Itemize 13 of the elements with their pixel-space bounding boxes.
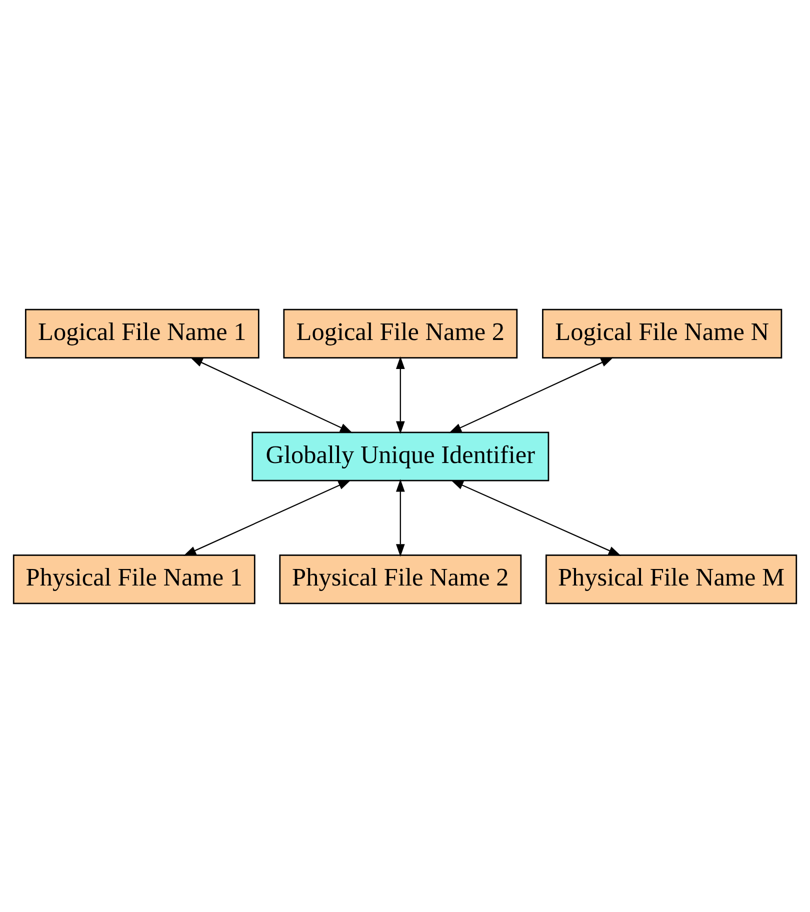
arrow: [396, 478, 405, 556]
node-box: Logical File Name 1: [24, 308, 260, 358]
node-box: Logical File Name 2: [283, 308, 518, 358]
arrow: [183, 480, 351, 556]
node-box: Logical File Name N: [542, 308, 782, 358]
node-box: Physical File Name 1: [12, 554, 256, 604]
node-box: Globally Unique Identifier: [252, 431, 550, 481]
node-box: Physical File Name M: [545, 554, 798, 604]
arrow: [396, 356, 405, 434]
arrow: [190, 356, 353, 433]
arrow: [450, 480, 622, 556]
arrow: [448, 356, 614, 433]
node-box: Physical File Name 2: [279, 554, 522, 604]
